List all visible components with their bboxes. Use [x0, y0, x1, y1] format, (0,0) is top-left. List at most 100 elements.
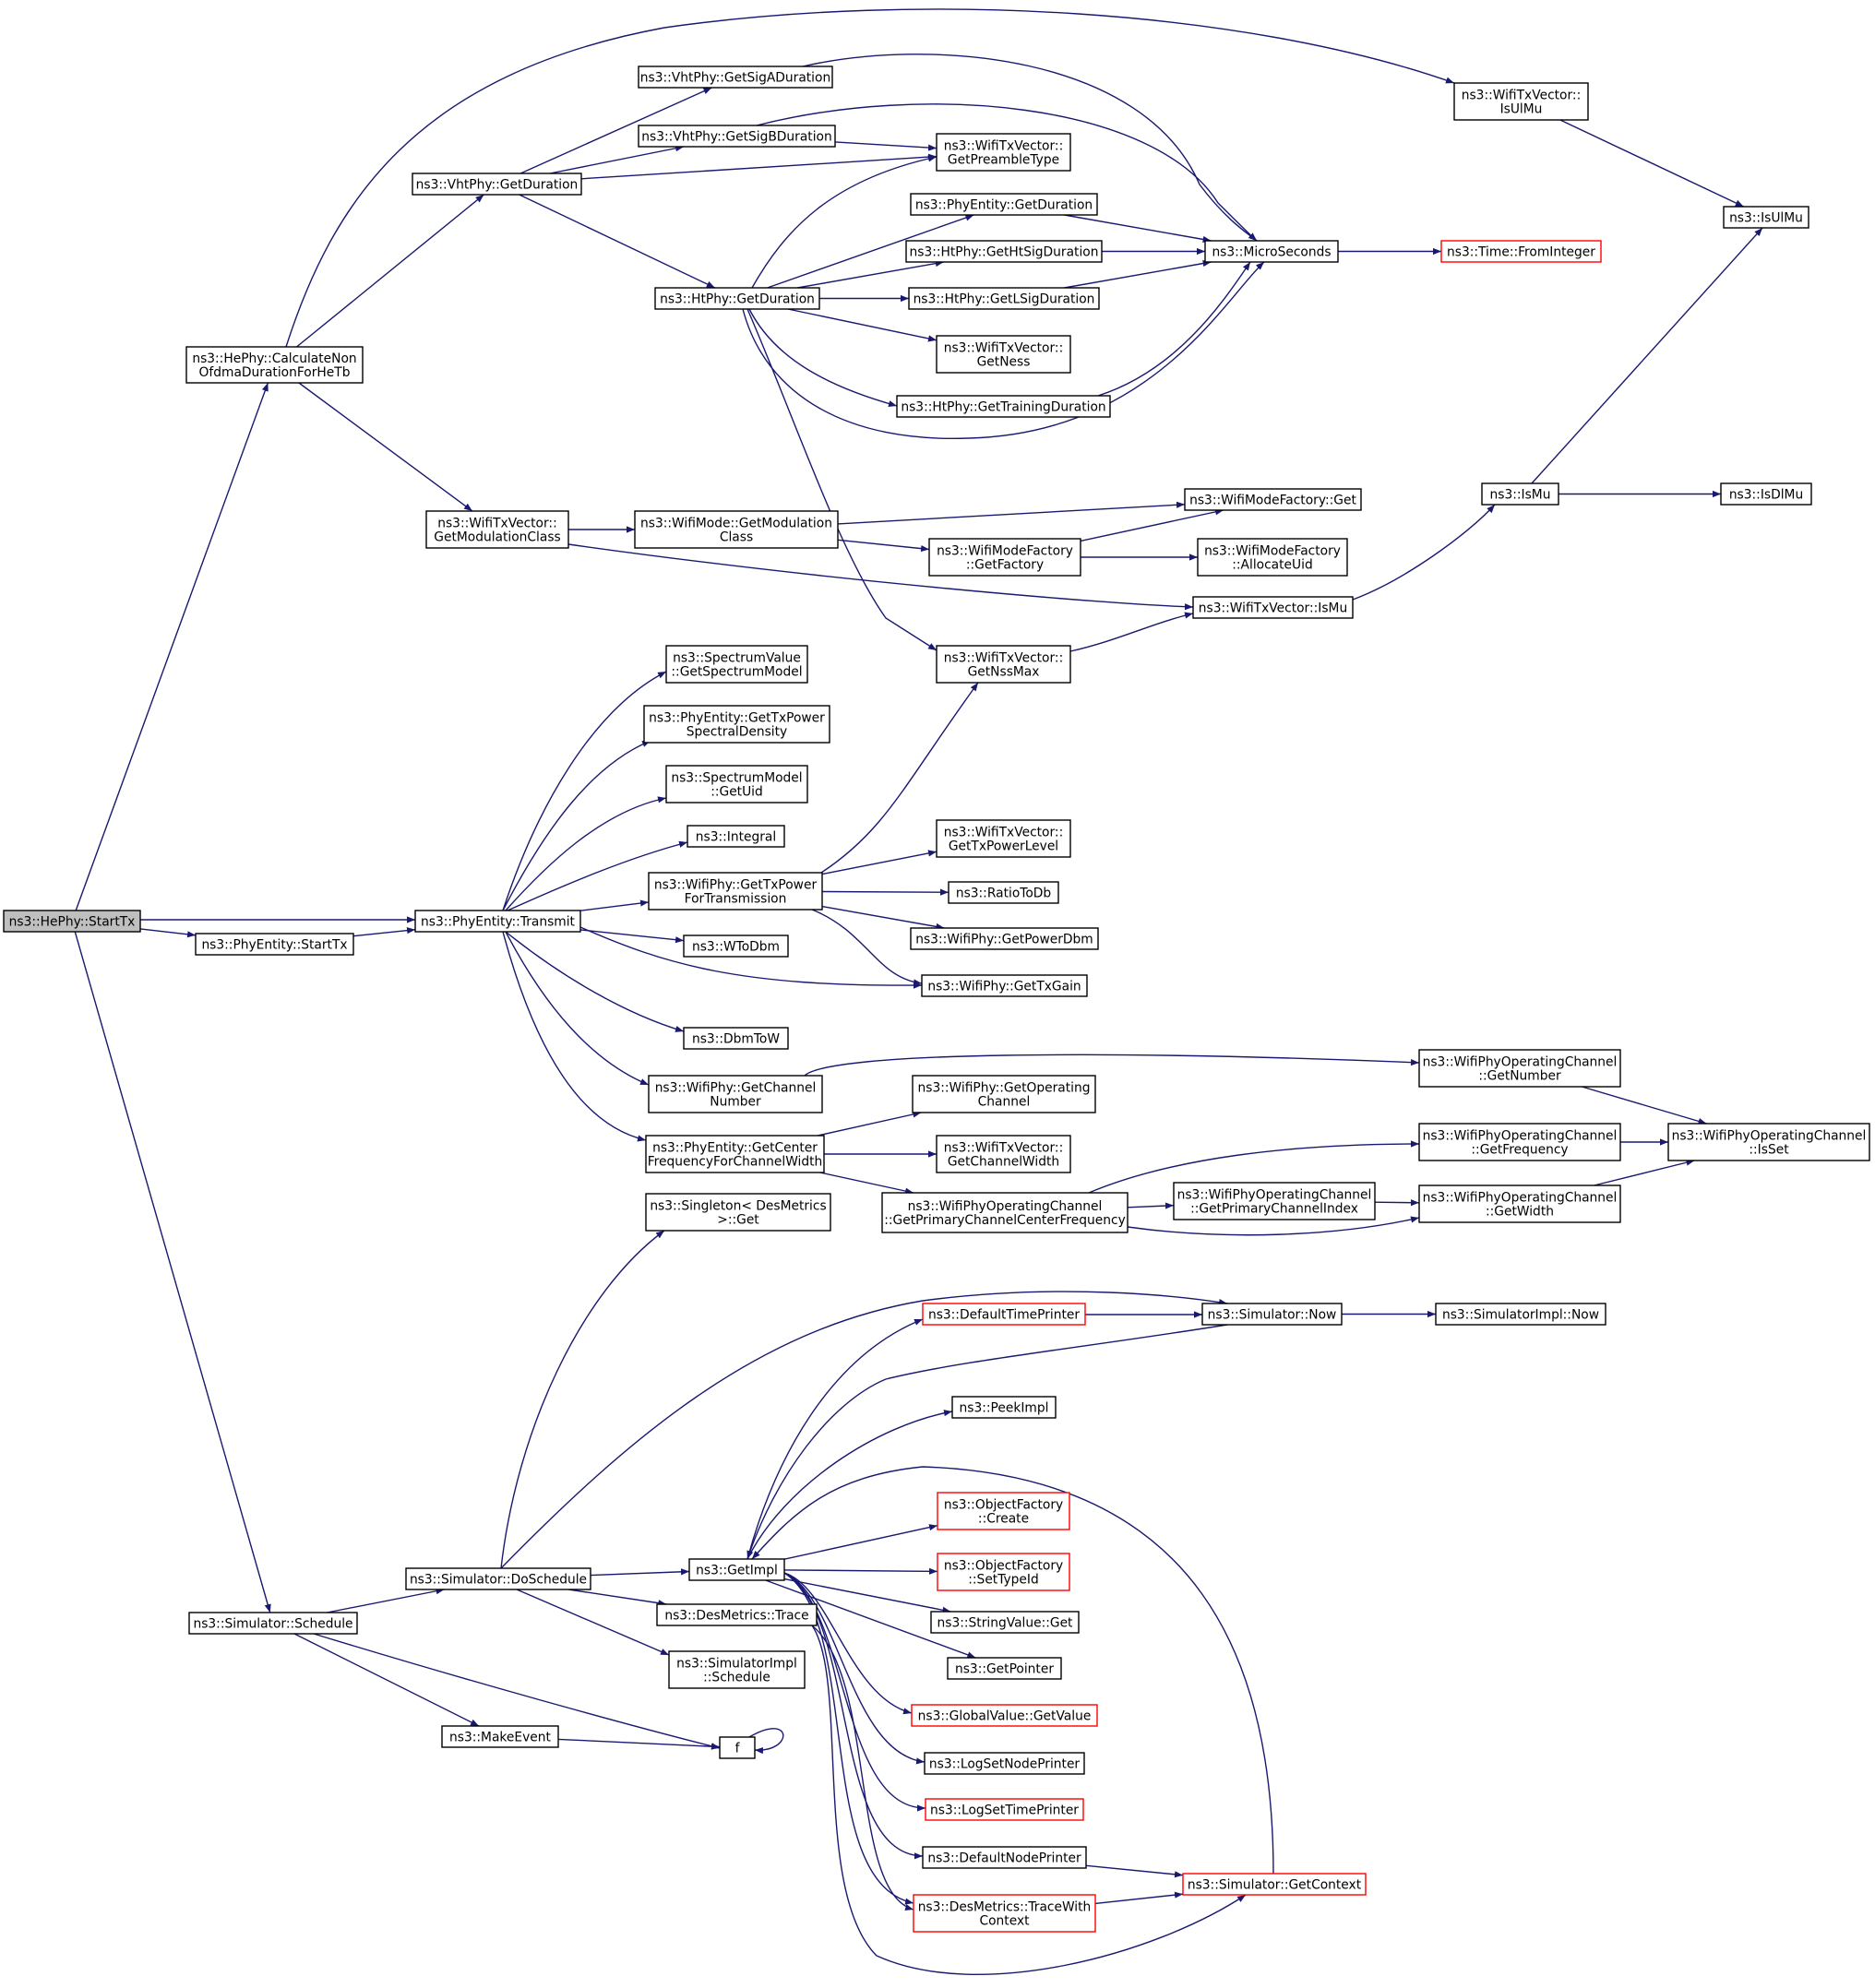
node-txv-getchwidth[interactable]: ns3::WifiTxVector::GetChannelWidth: [936, 1135, 1071, 1173]
edge-hephy_starttx-to-sim_schedule: [74, 931, 271, 1613]
node-box: [425, 510, 569, 549]
node-mf-getfactory[interactable]: ns3::WifiModeFactory::GetFactory: [928, 538, 1081, 577]
node-getimpl[interactable]: ns3::GetImpl: [688, 1558, 785, 1581]
node-txv-pream[interactable]: ns3::WifiTxVector::GetPreambleType: [936, 133, 1071, 172]
node-isulmu[interactable]: ns3::IsUlMu: [1723, 206, 1809, 229]
node-box: [195, 933, 354, 956]
node-wtodbm[interactable]: ns3::WToDbm: [683, 934, 789, 958]
node-woc-getnumber[interactable]: ns3::WifiPhyOperatingChannel::GetNumber: [1418, 1049, 1621, 1088]
node-makeevent[interactable]: ns3::MakeEvent: [441, 1725, 559, 1748]
node-ht-getlsig[interactable]: ns3::HtPhy::GetLSigDuration: [908, 287, 1100, 310]
node-label: ns3::WifiPhyOperatingChannel: [1423, 1129, 1618, 1144]
node-txv-ismu[interactable]: ns3::WifiTxVector::IsMu: [1192, 596, 1354, 619]
node-phyentity-transmit[interactable]: ns3::PhyEntity::Transmit: [414, 910, 581, 933]
node-box: [688, 1558, 785, 1581]
node-box: [936, 1135, 1071, 1173]
node-label: GetTxPowerLevel: [949, 839, 1058, 854]
node-sim-schedule[interactable]: ns3::Simulator::Schedule: [188, 1612, 358, 1635]
node-ratiotodb[interactable]: ns3::RatioToDb: [948, 881, 1059, 904]
node-of-create[interactable]: ns3::ObjectFactory::Create: [937, 1492, 1070, 1530]
node-woc-getprimcenter[interactable]: ns3::WifiPhyOperatingChannel::GetPrimary…: [881, 1192, 1129, 1233]
node-vht-getduration[interactable]: ns3::VhtPhy::GetDuration: [412, 173, 582, 196]
node-logsettimeprinter[interactable]: ns3::LogSetTimePrinter: [925, 1798, 1084, 1821]
node-default-time-printer[interactable]: ns3::DefaultTimePrinter: [922, 1303, 1086, 1326]
node-hephy-calc[interactable]: ns3::HePhy::CalculateNonOfdmaDurationFor…: [185, 346, 364, 384]
node-box: [881, 1192, 1129, 1233]
node-label: ForTransmission: [685, 892, 787, 907]
edge-wp_gettxpower-to-ratiotodb: [821, 888, 949, 896]
node-integral[interactable]: ns3::Integral: [687, 825, 785, 848]
node-label: ns3::DefaultNodePrinter: [927, 1851, 1081, 1866]
node-label: ns3::WifiPhy::GetPowerDbm: [915, 933, 1093, 947]
node-box: [665, 765, 808, 804]
node-ht-gettraining[interactable]: ns3::HtPhy::GetTrainingDuration: [896, 395, 1111, 418]
node-pe-gettxpsd[interactable]: ns3::PhyEntity::GetTxPowerSpectralDensit…: [643, 705, 830, 744]
node-vht-getsigb[interactable]: ns3::VhtPhy::GetSigBDuration: [638, 125, 836, 148]
node-simimpl-now[interactable]: ns3::SimulatorImpl::Now: [1435, 1303, 1606, 1326]
node-logsetnodeprinter[interactable]: ns3::LogSetNodePrinter: [924, 1752, 1085, 1775]
node-wp-gettxgain[interactable]: ns3::WifiPhy::GetTxGain: [921, 974, 1088, 997]
node-txv-getmodclass[interactable]: ns3::WifiTxVector::GetModulationClass: [425, 510, 569, 549]
node-phyentity-getdur[interactable]: ns3::PhyEntity::GetDuration: [910, 193, 1098, 216]
node-defaultnodeprinter[interactable]: ns3::DefaultNodePrinter: [922, 1846, 1087, 1869]
node-ht-gethtsig[interactable]: ns3::HtPhy::GetHtSigDuration: [905, 240, 1103, 263]
node-getpointer[interactable]: ns3::GetPointer: [947, 1657, 1062, 1680]
edge-getimpl-to-getpointer: [765, 1579, 976, 1659]
node-label: >::Get: [717, 1213, 759, 1228]
node-label: ns3::Simulator::Schedule: [193, 1617, 352, 1632]
node-of-settypeid[interactable]: ns3::ObjectFactory::SetTypeId: [937, 1553, 1070, 1591]
edge-woc_getprimcenter-to-woc_getwidth: [1127, 1216, 1420, 1236]
node-microseconds[interactable]: ns3::MicroSeconds: [1204, 240, 1339, 263]
node-f[interactable]: f: [719, 1736, 756, 1759]
node-dm-trace[interactable]: ns3::DesMetrics::Trace: [656, 1603, 818, 1626]
node-peekimpl[interactable]: ns3::PeekImpl: [951, 1396, 1057, 1419]
node-wp-getpowerdbm[interactable]: ns3::WifiPhy::GetPowerDbm: [910, 927, 1099, 950]
node-stringvalue-get[interactable]: ns3::StringValue::Get: [930, 1611, 1080, 1634]
edge-wp_gettxpower-to-txv_gettxlevel: [821, 850, 938, 875]
edge-txv_ismu-to-ismu: [1352, 504, 1496, 601]
node-txv-ulmu[interactable]: ns3::WifiTxVector::IsUlMu: [1453, 82, 1589, 121]
node-sm-getuid[interactable]: ns3::SpectrumModel::GetUid: [665, 765, 808, 804]
node-txv-nssmax[interactable]: ns3::WifiTxVector::GetNssMax: [936, 645, 1071, 684]
node-vht-getsiga[interactable]: ns3::VhtPhy::GetSigADuration: [638, 65, 833, 89]
node-simimpl-schedule[interactable]: ns3::SimulatorImpl::Schedule: [668, 1650, 806, 1689]
node-sim-now[interactable]: ns3::Simulator::Now: [1201, 1303, 1343, 1326]
node-label: IsUlMu: [1500, 102, 1543, 117]
node-box: [922, 1846, 1087, 1869]
node-pe-getcenter[interactable]: ns3::PhyEntity::GetCenterFrequencyForCha…: [645, 1135, 825, 1173]
edge-pe_getcenter-to-woc_getprimcenter: [819, 1172, 914, 1195]
node-mode-getmodclass[interactable]: ns3::WifiMode::GetModulationClass: [634, 510, 839, 549]
node-label: ::GetNumber: [1478, 1069, 1561, 1084]
node-txv-gettxlevel[interactable]: ns3::WifiTxVector::GetTxPowerLevel: [936, 819, 1071, 858]
node-phyentity-starttx[interactable]: ns3::PhyEntity::StartTx: [195, 933, 354, 956]
node-box: [936, 645, 1071, 684]
node-woc-getwidth[interactable]: ns3::WifiPhyOperatingChannel::GetWidth: [1418, 1184, 1621, 1223]
node-sim-doschedule[interactable]: ns3::Simulator::DoSchedule: [405, 1567, 591, 1590]
node-woc-getfreq[interactable]: ns3::WifiPhyOperatingChannel::GetFrequen…: [1418, 1123, 1621, 1161]
node-singleton-get[interactable]: ns3::Singleton< DesMetrics>::Get: [645, 1193, 831, 1232]
edge-ht_getduration-to-txv_nssmax: [746, 308, 938, 651]
node-sv-getmodel[interactable]: ns3::SpectrumValue::GetSpectrumModel: [665, 645, 808, 684]
node-txv-ness[interactable]: ns3::WifiTxVector::GetNess: [936, 335, 1071, 374]
node-mf-get[interactable]: ns3::WifiModeFactory::Get: [1184, 488, 1362, 511]
node-globalvalue-getvalue[interactable]: ns3::GlobalValue::GetValue: [911, 1704, 1098, 1727]
edge-phyentity_transmit-to-wp_getchnum: [505, 931, 650, 1086]
node-isdlmu[interactable]: ns3::IsDlMu: [1720, 482, 1812, 506]
node-woc-getprimidx[interactable]: ns3::WifiPhyOperatingChannel::GetPrimary…: [1173, 1182, 1376, 1220]
node-ismu[interactable]: ns3::IsMu: [1481, 482, 1559, 506]
node-dbmtow[interactable]: ns3::DbmToW: [683, 1027, 789, 1050]
node-mf-alloc[interactable]: ns3::WifiModeFactory::AllocateUid: [1197, 538, 1348, 577]
edge-ht_getduration-to-ht_gettraining: [748, 308, 898, 408]
node-woc-isset[interactable]: ns3::WifiPhyOperatingChannel::IsSet: [1667, 1123, 1870, 1161]
node-hephy-starttx[interactable]: ns3::HePhy::StartTx: [3, 910, 141, 933]
node-box: [922, 1303, 1086, 1326]
node-sim-getcontext[interactable]: ns3::Simulator::GetContext: [1182, 1873, 1367, 1896]
node-fromint[interactable]: ns3::Time::FromInteger: [1440, 240, 1602, 263]
node-ht-getduration[interactable]: ns3::HtPhy::GetDuration: [654, 287, 820, 310]
node-label: ns3::WifiModeFactory: [1204, 544, 1341, 559]
node-label: ns3::WifiTxVector::: [944, 1141, 1063, 1156]
